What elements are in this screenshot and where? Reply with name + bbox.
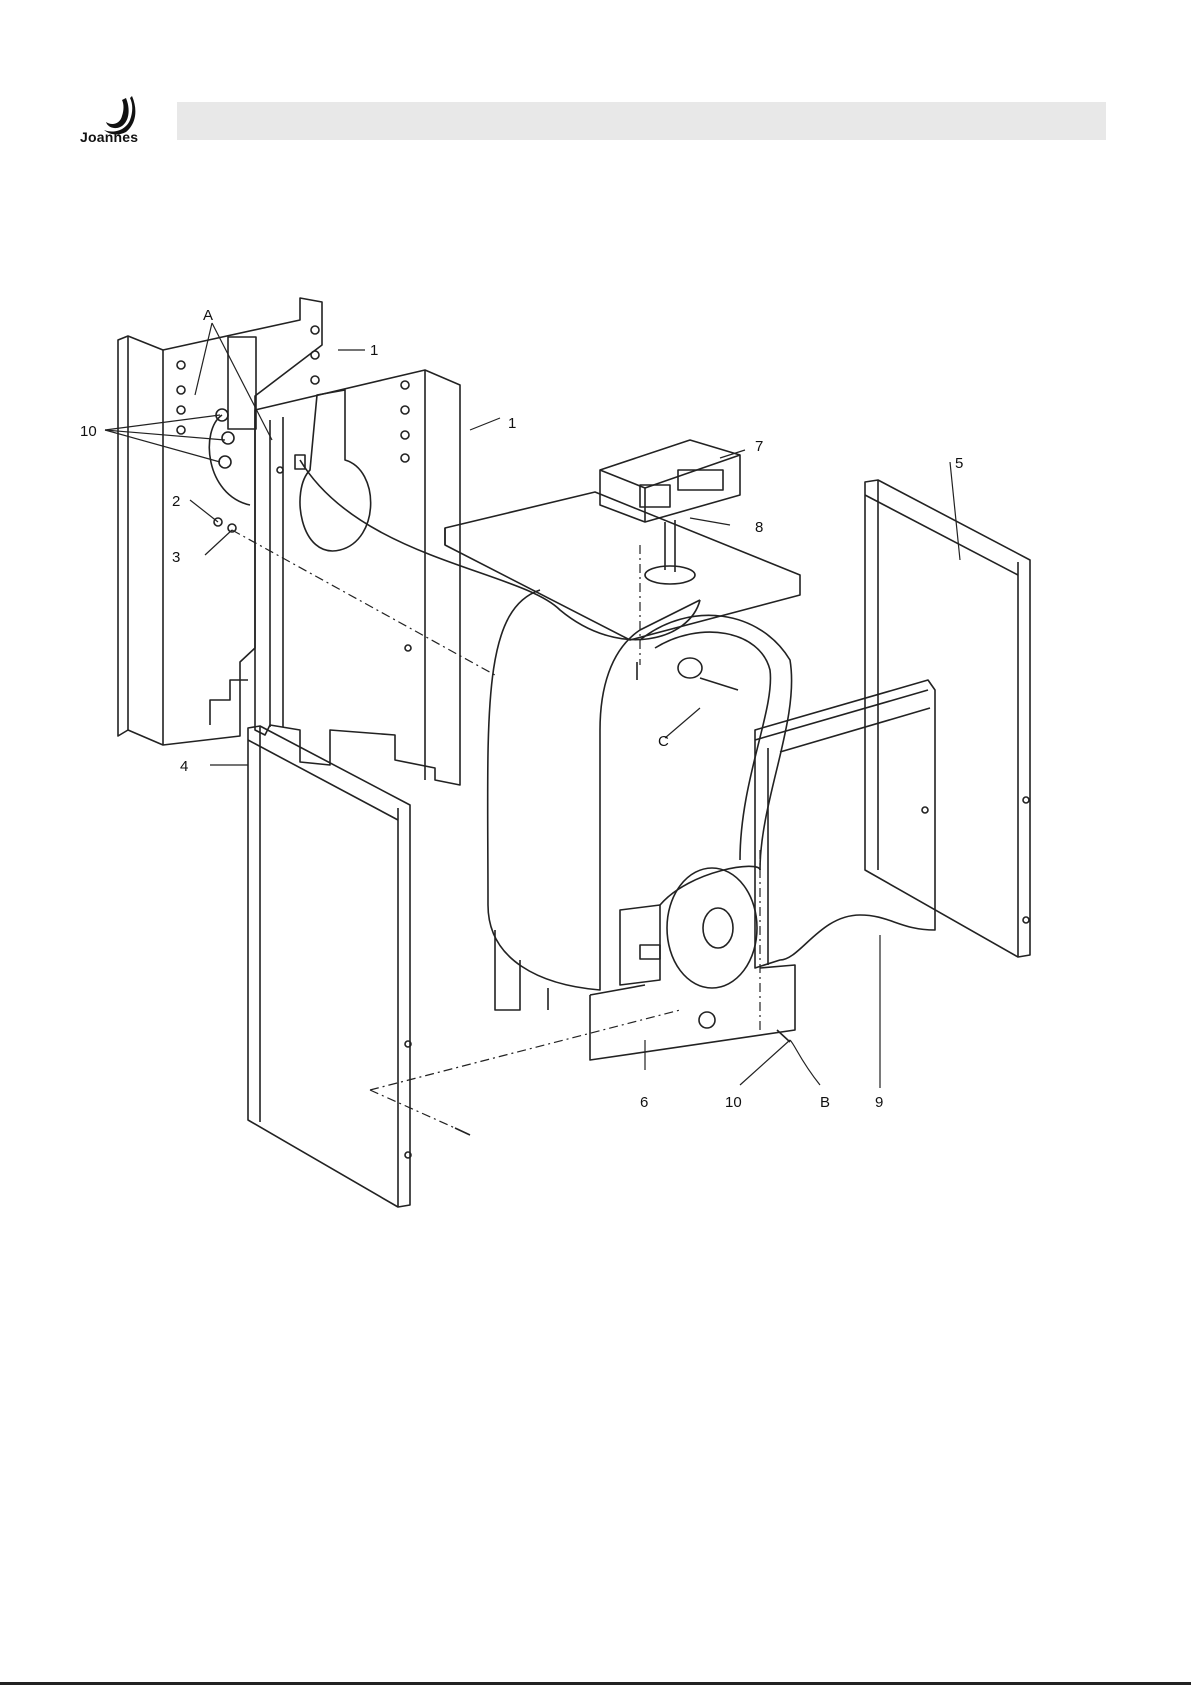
label-10-top: 10 — [80, 423, 97, 440]
screws — [214, 409, 790, 1135]
label-a: A — [203, 307, 213, 324]
side-panel-right — [865, 480, 1030, 957]
label-9: 9 — [875, 1094, 883, 1111]
label-1-front: 1 — [508, 415, 516, 432]
label-6: 6 — [640, 1094, 648, 1111]
label-10-bottom: 10 — [725, 1094, 742, 1111]
label-4: 4 — [180, 758, 188, 775]
front-side-panel — [255, 370, 460, 785]
label-b: B — [820, 1094, 830, 1111]
control-box — [600, 440, 740, 572]
label-7: 7 — [755, 438, 763, 455]
side-panel-left — [248, 726, 411, 1207]
label-c: C — [658, 733, 669, 750]
label-2: 2 — [172, 493, 180, 510]
label-5: 5 — [955, 455, 963, 472]
label-1-back: 1 — [370, 342, 378, 359]
label-8: 8 — [755, 519, 763, 536]
front-panel — [590, 866, 795, 1060]
front-door-panel — [755, 680, 935, 968]
label-3: 3 — [172, 549, 180, 566]
back-panel — [118, 298, 322, 745]
